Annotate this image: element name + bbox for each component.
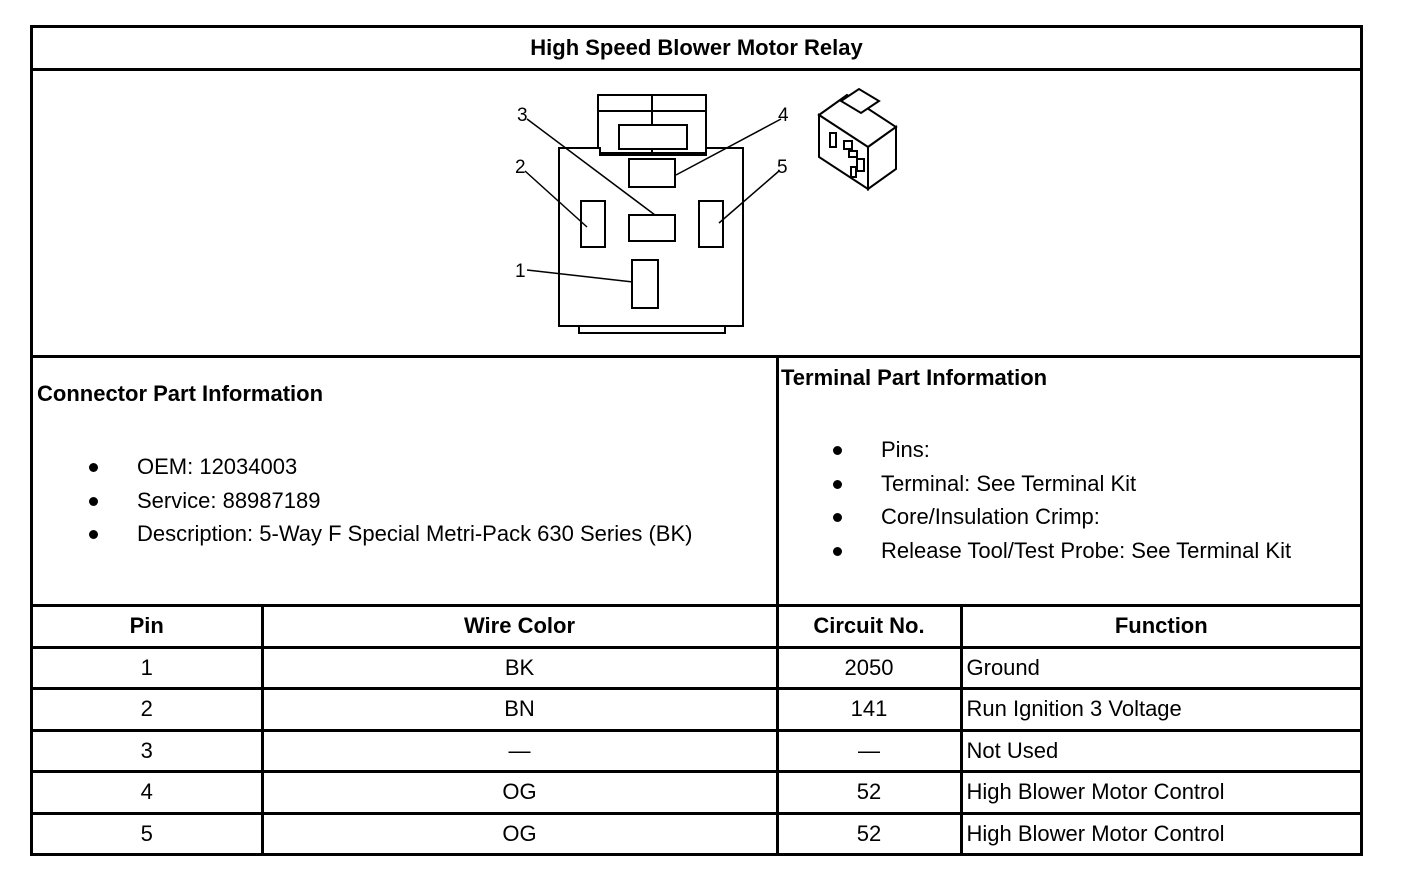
table-header-row: Pin Wire Color Circuit No. Function: [33, 607, 1360, 649]
connector-iso-view: [817, 87, 898, 191]
cell-circuit: 52: [777, 771, 963, 815]
list-item: OEM: 12034003: [37, 450, 692, 484]
connector-diagram: 3 4 2 5 1: [33, 71, 1360, 355]
cell-pin: 2: [33, 688, 264, 732]
list-item: Core/Insulation Crimp:: [779, 500, 1291, 534]
divider: [33, 604, 1360, 607]
cavity-1: [631, 259, 659, 309]
cell-circuit: —: [777, 730, 963, 773]
cell-function: Ground: [961, 647, 1360, 690]
col-header-wire-color: Wire Color: [262, 607, 779, 649]
divider: [776, 358, 779, 607]
list-item: Pins:: [779, 433, 1291, 467]
connector-face-drawing: 3 4 2 5 1: [515, 87, 898, 334]
cell-wire-color: OG: [262, 771, 779, 815]
list-item: Terminal: See Terminal Kit: [779, 467, 1291, 501]
terminal-info-list: Pins: Terminal: See Terminal Kit Core/In…: [779, 433, 1291, 567]
cell-function: Not Used: [961, 730, 1360, 773]
cell-pin: 4: [33, 771, 264, 815]
cell-wire-color: —: [262, 730, 779, 773]
cell-function: High Blower Motor Control: [961, 771, 1360, 815]
connector-base: [578, 325, 726, 334]
cavity-3: [628, 214, 676, 242]
cell-pin: 1: [33, 647, 264, 690]
list-item: Release Tool/Test Probe: See Terminal Ki…: [779, 534, 1291, 568]
cell-circuit: 52: [777, 813, 963, 853]
callout-1: 1: [515, 261, 526, 282]
cavity-5: [698, 200, 724, 248]
callout-3: 3: [517, 105, 528, 126]
cell-wire-color: BN: [262, 688, 779, 732]
list-item: Description: 5-Way F Special Metri-Pack …: [37, 517, 692, 551]
list-item: Service: 88987189: [37, 484, 692, 518]
sheet-title: High Speed Blower Motor Relay: [530, 35, 863, 60]
connector-info-list: OEM: 12034003 Service: 88987189 Descript…: [37, 450, 692, 551]
callout-4: 4: [778, 105, 789, 126]
divider: [33, 68, 1360, 71]
divider: [33, 355, 1360, 358]
table-row: 5 OG 52 High Blower Motor Control: [33, 813, 1360, 853]
cell-function: High Blower Motor Control: [966, 820, 1225, 846]
cavity-2: [580, 200, 606, 248]
callout-2: 2: [515, 157, 526, 178]
col-header-circuit: Circuit No.: [777, 607, 963, 649]
connector-sheet: High Speed Blower Motor Relay: [30, 25, 1363, 856]
table-row: 1 BK 2050 Ground: [33, 647, 1360, 690]
table-row: 3 — — Not Used: [33, 730, 1360, 773]
latch-window: [618, 124, 688, 150]
col-header-function: Function: [961, 607, 1360, 649]
pinout-table: Pin Wire Color Circuit No. Function 1 BK…: [33, 607, 1360, 853]
cell-pin: 3: [33, 730, 264, 773]
cell-wire-color: OG: [262, 813, 779, 853]
cell-circuit: 2050: [777, 647, 963, 690]
cell-function: Run Ignition 3 Voltage: [961, 688, 1360, 732]
cell-wire-color: BK: [262, 647, 779, 690]
table-row: 2 BN 141 Run Ignition 3 Voltage: [33, 688, 1360, 732]
col-header-pin: Pin: [33, 607, 264, 649]
terminal-info-heading: Terminal Part Information: [781, 365, 1048, 390]
table-row: 4 OG 52 High Blower Motor Control: [33, 771, 1360, 815]
cavity-4: [628, 158, 676, 188]
cell-pin: 5: [33, 813, 264, 853]
callout-5: 5: [777, 157, 788, 178]
cell-circuit: 141: [777, 688, 963, 732]
connector-info-heading: Connector Part Information: [37, 381, 324, 406]
